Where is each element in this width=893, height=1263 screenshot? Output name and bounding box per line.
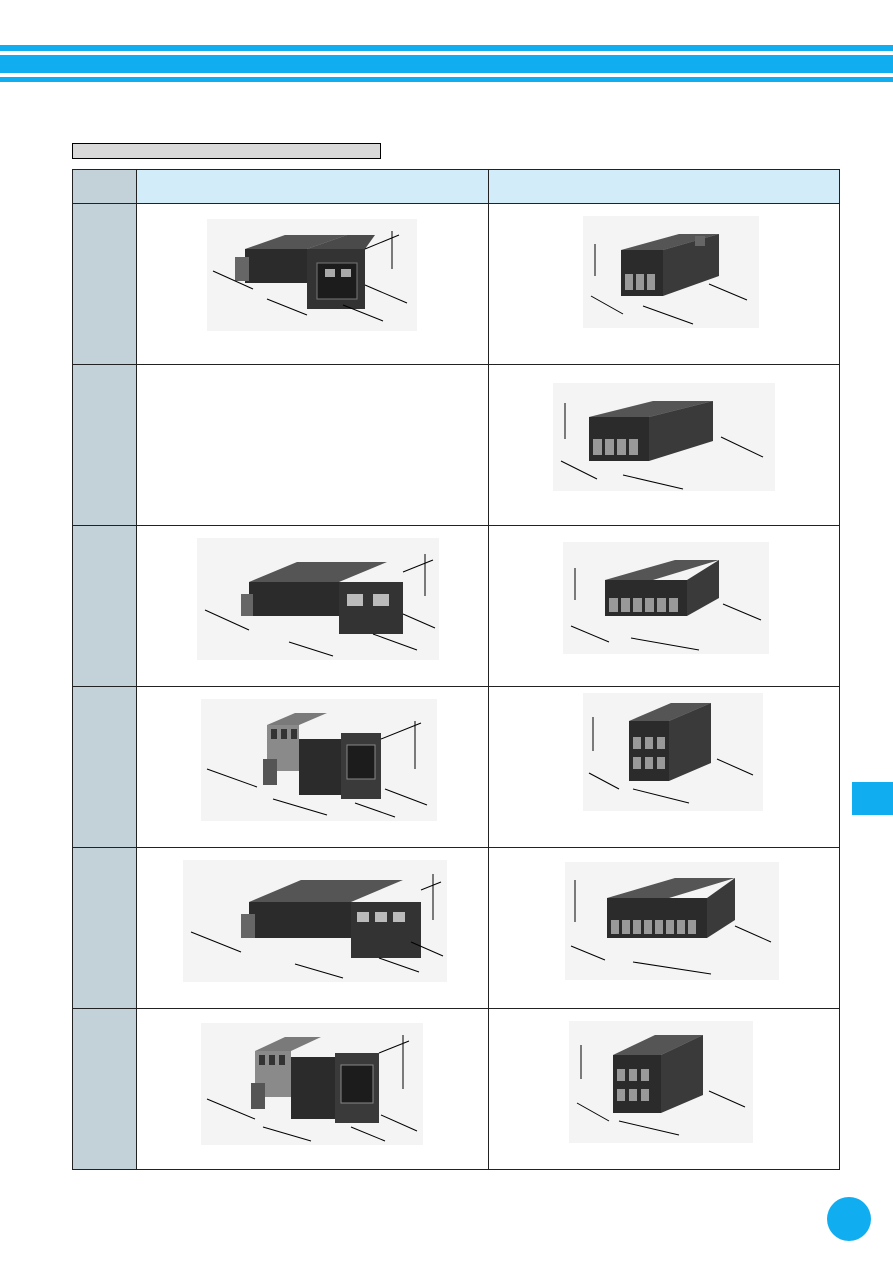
plug-cell — [136, 203, 489, 365]
row-header — [72, 525, 137, 687]
receptacle-connector-photo — [569, 1021, 753, 1143]
receptacle-cell — [488, 203, 840, 365]
table-row — [72, 364, 840, 526]
page-number-badge — [827, 1197, 871, 1241]
plug-cell — [136, 525, 489, 687]
row-header — [72, 203, 137, 365]
plug-connector-photo — [201, 1023, 423, 1145]
table-row — [72, 203, 840, 365]
plug-cell — [136, 847, 489, 1009]
header-stripe-bottom — [0, 77, 893, 82]
table-header-corner — [72, 169, 137, 204]
plug-connector-photo — [183, 860, 447, 982]
table-row — [72, 847, 840, 1009]
receptacle-cell — [488, 364, 840, 526]
table-header-right — [488, 169, 840, 204]
row-header — [72, 686, 137, 848]
receptacle-connector-photo — [583, 216, 759, 328]
plug-connector-photo — [201, 699, 437, 821]
receptacle-cell — [488, 847, 840, 1009]
plug-cell — [136, 686, 489, 848]
table-header-row — [72, 169, 840, 204]
receptacle-connector-photo — [553, 383, 775, 491]
header-stripe-middle — [0, 55, 893, 73]
plug-cell — [136, 1008, 489, 1170]
plug-connector-photo — [197, 538, 439, 660]
receptacle-connector-photo — [565, 862, 779, 980]
row-header — [72, 847, 137, 1009]
row-header — [72, 364, 137, 526]
table-row — [72, 686, 840, 848]
receptacle-cell — [488, 525, 840, 687]
connector-table — [72, 169, 840, 1170]
plug-connector-photo — [207, 219, 417, 331]
header-stripe-top — [0, 45, 893, 51]
receptacle-cell — [488, 1008, 840, 1170]
receptacle-cell — [488, 686, 840, 848]
receptacle-connector-photo — [583, 693, 763, 811]
chapter-tab — [852, 782, 893, 815]
section-label-bar — [72, 143, 381, 159]
table-row — [72, 1008, 840, 1170]
plug-cell-empty — [136, 364, 489, 526]
table-header-left — [136, 169, 489, 204]
row-header — [72, 1008, 137, 1170]
receptacle-connector-photo — [563, 542, 769, 654]
table-row — [72, 525, 840, 687]
